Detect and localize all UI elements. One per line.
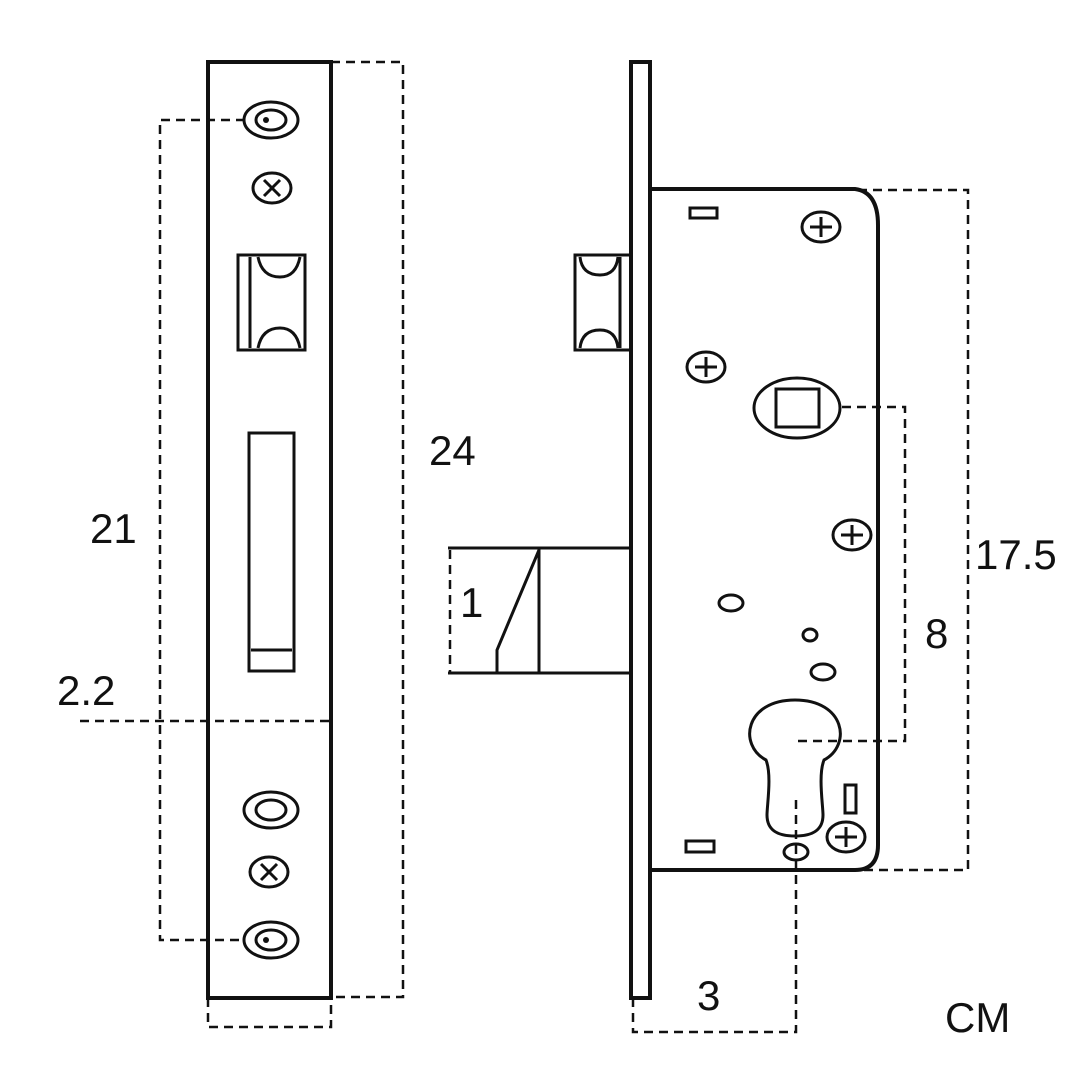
roller-latch-front-icon	[236, 253, 307, 352]
top-slot-icon	[688, 206, 719, 220]
lock-case-outline	[650, 187, 880, 872]
small-hole-icon	[717, 593, 745, 613]
lower-mounting-hole-icon	[242, 790, 300, 830]
faceplate-edge	[629, 60, 652, 1000]
phillips-screw-icon	[685, 350, 727, 384]
phillips-screw-icon	[831, 518, 873, 552]
screw-spacing-label: 21	[90, 505, 137, 552]
lock-body-side-view	[448, 60, 970, 1034]
latch-bolt-side	[448, 546, 631, 675]
latch-projection-label: 1	[460, 579, 483, 626]
latch-slot-front	[247, 431, 296, 673]
roller-latch-side-icon	[573, 253, 633, 352]
backset-label: 3	[697, 972, 720, 1019]
top-mounting-hole-icon	[242, 100, 300, 140]
unit-label: CM	[945, 994, 1010, 1041]
small-hole-icon	[801, 627, 819, 643]
cylinder-offset-label: 2.2	[57, 667, 115, 714]
handle-to-cylinder-label: 8	[925, 610, 948, 657]
top-cross-screw-icon	[251, 171, 293, 205]
small-hole-icon	[809, 662, 837, 682]
faceplate-length-label: 24	[429, 427, 476, 474]
faceplate-front-view	[80, 60, 405, 1029]
side-slot-icon	[843, 783, 858, 815]
case-height-label: 17.5	[975, 531, 1057, 578]
handle-spindle-icon	[752, 376, 842, 440]
bottom-mounting-hole-icon	[242, 920, 300, 960]
bottom-slot-icon	[684, 839, 716, 854]
phillips-screw-icon	[800, 210, 842, 244]
side-dimension-lines	[448, 188, 970, 1034]
faceplate-outline	[206, 60, 333, 1000]
bottom-cross-screw-icon	[248, 855, 290, 889]
phillips-screw-icon	[825, 820, 867, 854]
euro-cylinder-cutout	[748, 698, 842, 838]
front-dimension-lines	[80, 60, 405, 1029]
